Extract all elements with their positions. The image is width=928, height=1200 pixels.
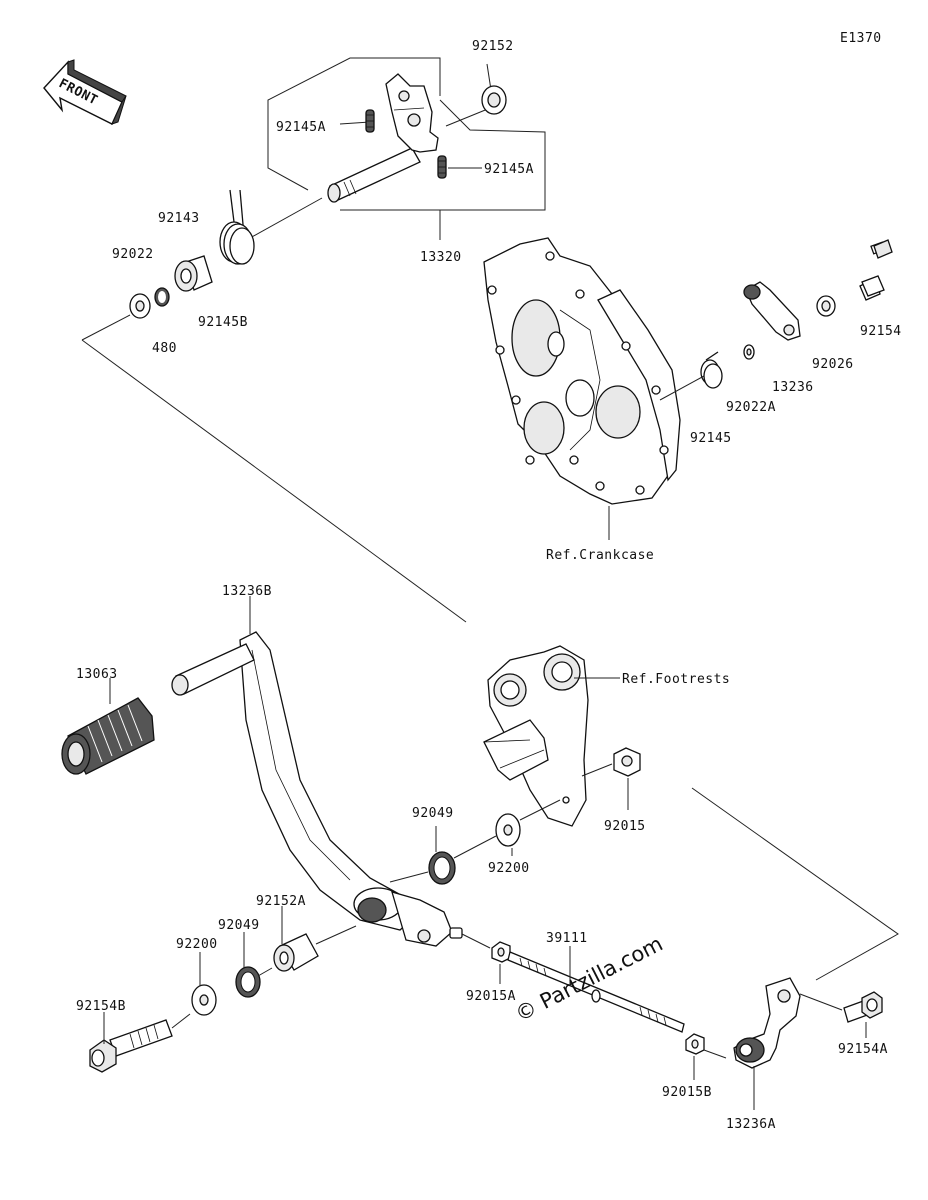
- pedal-rubber-13063[interactable]: [61, 697, 155, 775]
- label-39111: 39111: [546, 931, 588, 946]
- washer-92022A[interactable]: [743, 344, 755, 360]
- leader-line: [519, 799, 561, 821]
- label-92152A: 92152A: [256, 894, 306, 909]
- nut-92015A[interactable]: [491, 941, 511, 963]
- front-arrow-icon: FRONT: [43, 59, 127, 125]
- bolt-92154[interactable]: [859, 239, 893, 301]
- label-92145A-top: 92145A: [276, 120, 326, 135]
- leader-line: [389, 871, 429, 883]
- label-92015A: 92015A: [466, 989, 516, 1004]
- label-92145B: 92145B: [198, 315, 248, 330]
- washer-92022[interactable]: [129, 293, 151, 319]
- washer-92200-top[interactable]: [495, 813, 521, 847]
- label-92015B: 92015B: [662, 1085, 712, 1100]
- label-92022: 92022: [112, 247, 154, 262]
- spring-92145[interactable]: [700, 351, 723, 389]
- shift-shaft-13320[interactable]: [327, 73, 439, 203]
- leader-line: [315, 925, 357, 945]
- spring-92145A-top[interactable]: [365, 109, 375, 133]
- circlip-480[interactable]: [154, 287, 170, 307]
- leader-line: [453, 835, 497, 859]
- label-13236: 13236: [772, 380, 814, 395]
- washer-92026[interactable]: [816, 295, 836, 317]
- label-92152: 92152: [472, 39, 514, 54]
- seal-92049-bottom[interactable]: [235, 966, 261, 998]
- label-92049-bottom: 92049: [218, 918, 260, 933]
- label-92026: 92026: [812, 357, 854, 372]
- collar-92143[interactable]: [174, 255, 213, 292]
- leader-line: [249, 197, 323, 239]
- label-92145A-mid: 92145A: [484, 162, 534, 177]
- leader-line: [659, 375, 705, 401]
- label-13236A: 13236A: [726, 1117, 776, 1132]
- diagram-code: E1370: [840, 31, 882, 46]
- leader-line: [461, 933, 491, 949]
- leader-line: [581, 763, 613, 777]
- leader-line: [81, 339, 467, 623]
- label-13320: 13320: [420, 250, 462, 265]
- tie-rod-39111[interactable]: [507, 951, 685, 1033]
- label-480: 480: [152, 341, 177, 356]
- label-92154A: 92154A: [838, 1042, 888, 1057]
- lever-13236A[interactable]: [733, 977, 801, 1069]
- crankcase-cover: [483, 237, 681, 505]
- label-92154B: 92154B: [76, 999, 126, 1014]
- seal-92049-top[interactable]: [428, 851, 456, 885]
- washer-92200-bottom[interactable]: [191, 984, 217, 1016]
- lever-13236[interactable]: [743, 281, 801, 341]
- leader-line: [257, 967, 273, 977]
- spring-92145A-mid[interactable]: [437, 155, 447, 179]
- label-92200-bottom: 92200: [176, 937, 218, 952]
- label-92145: 92145: [690, 431, 732, 446]
- label-92143: 92143: [158, 211, 200, 226]
- ref-footrests: Ref.Footrests: [622, 672, 730, 687]
- leader-line: [171, 1013, 191, 1029]
- label-92200-top: 92200: [488, 861, 530, 876]
- ref-crankcase: Ref.Crankcase: [546, 548, 654, 563]
- return-spring-92145B[interactable]: [219, 189, 255, 265]
- label-13236B: 13236B: [222, 584, 272, 599]
- footrest-bracket: [483, 645, 589, 827]
- leader-line: [703, 1049, 727, 1059]
- bolt-92154B[interactable]: [89, 1019, 173, 1073]
- shift-pedal-13236B[interactable]: [171, 631, 463, 947]
- shift-shaft-bracket-lines: [267, 57, 546, 240]
- collar-92152A[interactable]: [273, 933, 319, 972]
- label-92015: 92015: [604, 819, 646, 834]
- label-92022A: 92022A: [726, 400, 776, 415]
- label-13063: 13063: [76, 667, 118, 682]
- leader-line: [799, 993, 843, 1011]
- label-92049-top: 92049: [412, 806, 454, 821]
- leader-line: [81, 314, 131, 341]
- nut-92015[interactable]: [613, 747, 641, 777]
- leader-line: [691, 787, 899, 981]
- label-92154: 92154: [860, 324, 902, 339]
- oil-seal-92152[interactable]: [481, 85, 507, 115]
- bolt-92154A[interactable]: [843, 991, 883, 1023]
- nut-92015B[interactable]: [685, 1033, 705, 1055]
